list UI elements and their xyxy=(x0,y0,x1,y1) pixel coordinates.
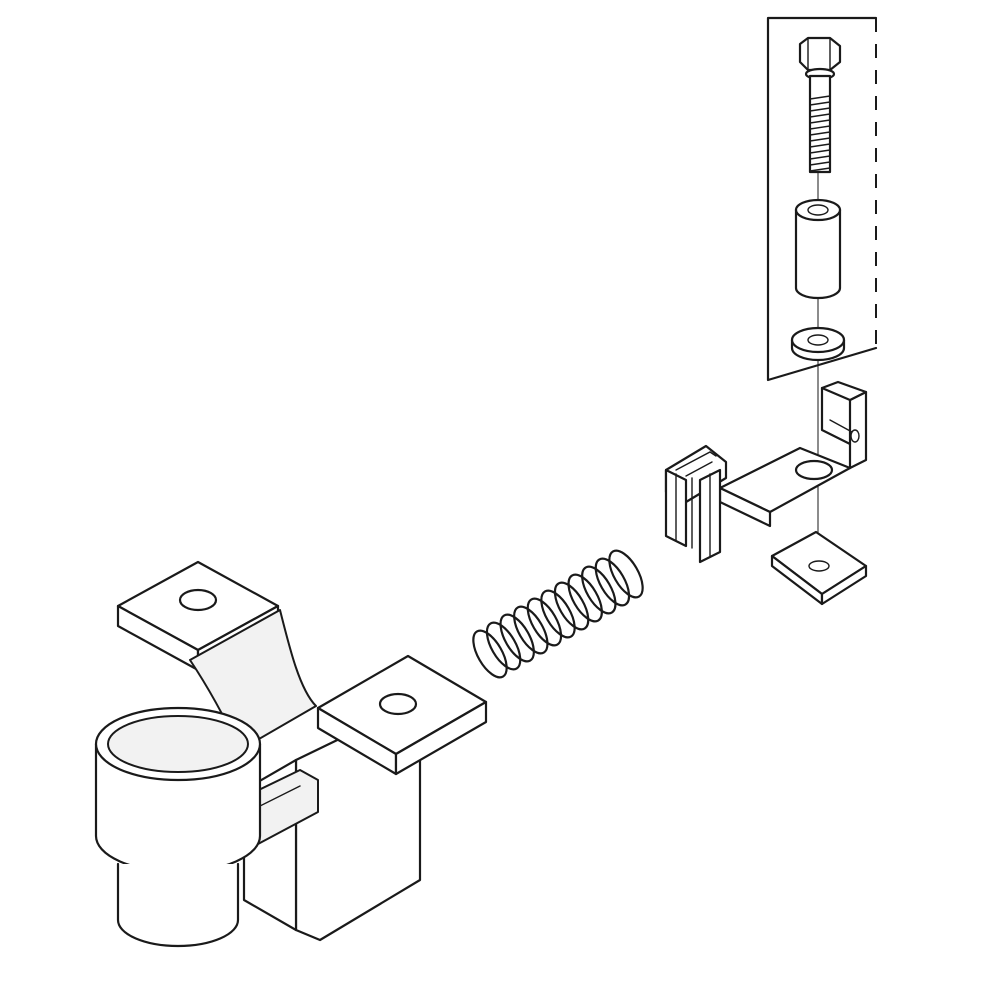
hardware-kit-box xyxy=(766,16,878,382)
hex-bolt-icon xyxy=(798,36,842,174)
cylinder-icon xyxy=(794,198,842,300)
bracket-icon xyxy=(718,380,868,528)
clip-icon xyxy=(664,444,728,564)
plate-icon xyxy=(770,530,868,606)
hinge-icon xyxy=(94,560,488,948)
spring-icon xyxy=(472,549,644,679)
washer-icon xyxy=(790,326,846,362)
